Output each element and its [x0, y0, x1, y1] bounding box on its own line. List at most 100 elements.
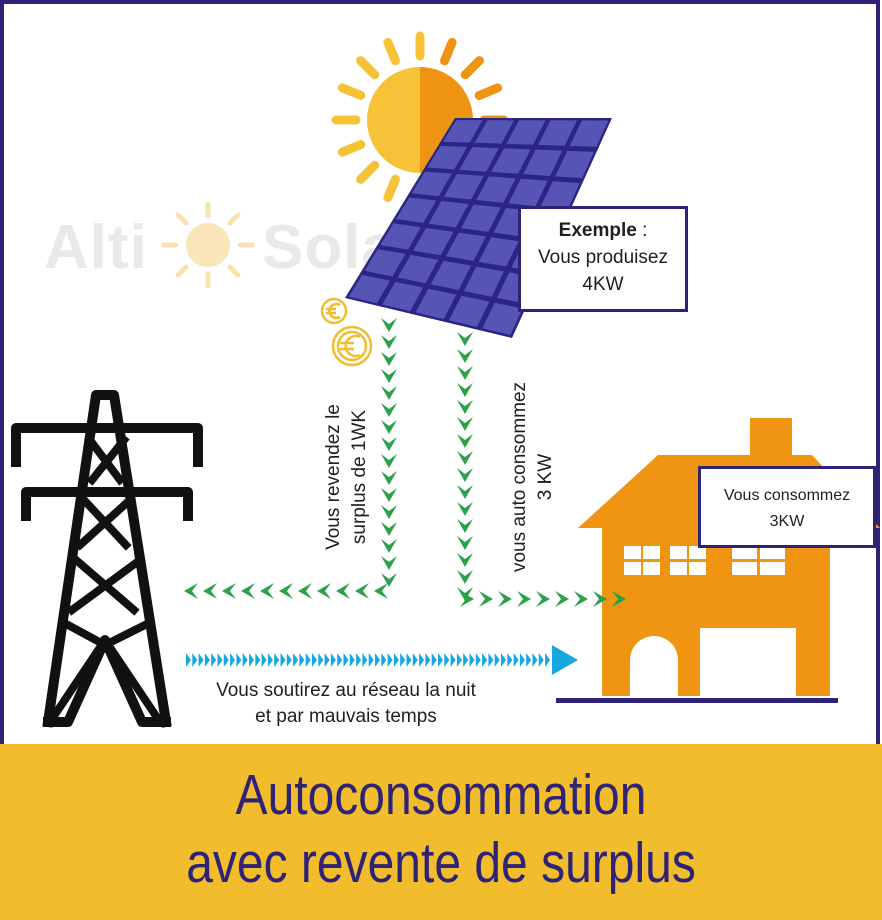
panel-cell: [474, 120, 515, 144]
self-consumption-line-1: vous auto consommez: [509, 381, 530, 573]
blue-arrow: [236, 653, 242, 667]
blue-arrow: [337, 653, 343, 667]
blue-arrow: [482, 653, 488, 667]
consumption-line-1: Vous consommez: [723, 487, 851, 504]
watermark-left: Alti: [44, 213, 148, 282]
sun-ray: [356, 160, 380, 184]
grid-draw-arrows: [186, 653, 551, 667]
panel-cell: [380, 223, 421, 250]
night-draw-label: Vous soutirez au réseau la nuit et par m…: [186, 678, 506, 730]
blue-arrow: [362, 653, 368, 667]
title-band: [0, 744, 882, 920]
panel-cell: [413, 227, 454, 256]
blue-arrow: [444, 653, 450, 667]
blue-arrow: [255, 653, 261, 667]
blue-arrow: [186, 653, 191, 667]
panel-cell: [506, 120, 546, 145]
green-arrow: [612, 591, 626, 607]
green-arrow: [298, 583, 312, 599]
example-colon: :: [636, 220, 648, 241]
green-arrow: [457, 468, 473, 482]
example-line-2: Vous produisez: [538, 247, 668, 268]
green-arrow: [381, 437, 397, 451]
panel-cell: [461, 204, 501, 232]
panel-cell: [397, 254, 439, 284]
panel-cell: [508, 178, 548, 207]
green-arrow: [381, 318, 397, 332]
consumption-box: Vous consommez 3KW: [698, 466, 876, 548]
blue-arrow: [280, 653, 286, 667]
blue-arrow: [368, 653, 374, 667]
green-arrow: [457, 417, 473, 431]
blue-arrow: [356, 653, 362, 667]
panel-cell: [430, 260, 472, 290]
green-arrow: [381, 505, 397, 519]
euro-coin-icon: [320, 297, 373, 367]
watermark-sun-icon: [161, 201, 255, 289]
sun-ray: [474, 83, 503, 101]
blue-arrow: [463, 653, 469, 667]
blue-arrow: [494, 653, 500, 667]
sun-ray: [460, 56, 484, 80]
panel-cell: [540, 181, 580, 210]
blue-arrow: [456, 653, 462, 667]
blue-arrow: [305, 653, 311, 667]
sun-ray: [383, 174, 401, 203]
green-arrow: [355, 583, 369, 599]
green-arrow: [460, 591, 474, 607]
panel-cell: [478, 237, 519, 267]
green-arrow: [457, 553, 473, 567]
green-arrow: [381, 454, 397, 468]
panel-cell: [443, 120, 483, 143]
blue-arrow: [293, 653, 299, 667]
blue-arrow: [475, 653, 481, 667]
blue-arrow: [267, 653, 273, 667]
panel-cell: [445, 232, 486, 261]
resell-line-1: Vous revendez le: [323, 404, 344, 550]
green-arrow: [457, 519, 473, 533]
green-arrow: [457, 349, 473, 363]
panel-cell: [449, 295, 490, 327]
green-arrow: [457, 383, 473, 397]
panel-cell: [443, 174, 484, 200]
blue-arrow: [217, 653, 223, 667]
blue-arrow: [324, 653, 330, 667]
title-line-1: Autoconsommation: [235, 764, 647, 827]
example-box: Exemple : Vous produisez 4KW: [518, 206, 688, 312]
green-arrow: [457, 502, 473, 516]
blue-arrow: [261, 653, 267, 667]
green-arrow: [260, 583, 274, 599]
blue-arrow: [488, 653, 494, 667]
blue-arrow: [343, 653, 349, 667]
blue-arrow: [381, 653, 387, 667]
green-arrow: [279, 583, 293, 599]
green-arrow: [241, 583, 255, 599]
blue-arrow: [526, 653, 532, 667]
energy-flow-arrows: [184, 318, 626, 607]
house-icon: [556, 418, 880, 703]
panel-cell: [427, 145, 468, 170]
blue-arrow: [286, 653, 292, 667]
green-arrow: [203, 583, 217, 599]
blue-arrow: [230, 653, 236, 667]
green-arrow: [336, 583, 350, 599]
grid-arrow-head: [552, 645, 578, 675]
blue-arrow: [274, 653, 280, 667]
blue-arrow: [312, 653, 317, 667]
consumption-line-2: 3KW: [769, 513, 805, 530]
green-arrow: [381, 539, 397, 553]
blue-arrow: [387, 653, 393, 667]
green-arrow: [381, 335, 397, 349]
blue-arrow: [438, 653, 443, 667]
blue-arrow: [211, 653, 217, 667]
example-line-3: 4KW: [582, 274, 624, 295]
blue-arrow: [192, 653, 198, 667]
sun-ray: [383, 37, 401, 66]
night-line-1: Vous soutirez au réseau la nuit: [216, 680, 476, 701]
blue-arrow: [545, 653, 551, 667]
panel-cell: [569, 120, 609, 147]
self-consumption-line-2: 3 KW: [535, 453, 556, 501]
green-arrow: [381, 352, 397, 366]
panel-cell: [364, 249, 406, 277]
